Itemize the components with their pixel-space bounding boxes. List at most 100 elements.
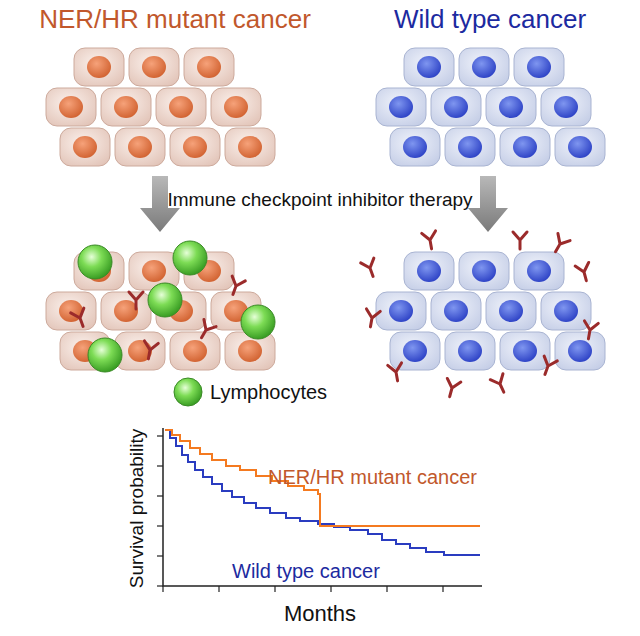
tumor-cell	[459, 252, 509, 290]
tumor-cell	[74, 48, 124, 86]
down-arrow	[468, 176, 508, 232]
tumor-cell	[541, 292, 591, 330]
cell-nucleus	[417, 260, 441, 282]
antibody	[422, 231, 439, 250]
cell-nucleus	[527, 56, 551, 78]
cell-nucleus	[444, 300, 468, 322]
tumor-cell	[170, 128, 220, 166]
cell-nucleus	[527, 260, 551, 282]
tumor-cell	[404, 252, 454, 290]
mutant-curve	[165, 430, 480, 526]
cell-nucleus	[554, 300, 578, 322]
tumor-cell	[46, 88, 96, 126]
tumor-cell	[514, 48, 564, 86]
tumor-cell	[184, 48, 234, 86]
tumor-cell	[390, 128, 440, 166]
chart-axes	[163, 428, 482, 586]
cell-nucleus	[183, 136, 207, 158]
antibody	[575, 262, 593, 282]
tumor-cell	[459, 48, 509, 86]
antibody	[71, 308, 90, 329]
cell-nucleus	[169, 96, 193, 118]
tumor-cell	[486, 292, 536, 330]
text-label: Wild type cancer	[394, 5, 586, 34]
cell-nucleus	[554, 96, 578, 118]
tumor-cell	[101, 88, 151, 126]
tumor-cell	[376, 292, 426, 330]
cell-nucleus	[403, 340, 427, 362]
antibody	[513, 232, 527, 249]
tumor-cell	[115, 128, 165, 166]
wild-type-curve	[165, 430, 480, 555]
cell-nucleus	[238, 136, 262, 158]
tumor-cell	[376, 88, 426, 126]
tumor-cell	[431, 88, 481, 126]
cell-nucleus	[197, 56, 221, 78]
tumor-cell	[431, 292, 481, 330]
cell-nucleus	[73, 136, 97, 158]
cell-nucleus	[59, 96, 83, 118]
tumor-cell	[211, 88, 261, 126]
cell-nucleus	[568, 136, 592, 158]
cell-nucleus	[499, 300, 523, 322]
tumor-cell	[225, 128, 275, 166]
cell-nucleus	[142, 260, 166, 282]
text-label: NER/HR mutant cancer	[268, 466, 477, 488]
tumor-cell	[129, 48, 179, 86]
cell-nucleus	[444, 96, 468, 118]
cell-nucleus	[128, 136, 152, 158]
text-label: Wild type cancer	[232, 560, 380, 582]
antibody	[129, 292, 143, 309]
text-label: Immune checkpoint inhibitor therapy	[167, 190, 472, 211]
antibody	[388, 363, 405, 382]
antibody	[490, 374, 510, 395]
tumor-cell	[404, 48, 454, 86]
lymphocyte	[88, 338, 122, 372]
lymphocyte	[241, 305, 275, 339]
tumor-cell	[46, 292, 96, 330]
cell-nucleus	[403, 136, 427, 158]
cell-nucleus	[499, 96, 523, 118]
lymphocyte	[173, 241, 207, 275]
antibody	[443, 378, 461, 398]
lymphocyte	[174, 378, 202, 406]
antibody	[142, 341, 159, 360]
antibody	[226, 276, 245, 297]
legend-text: Lymphocytes	[210, 381, 327, 403]
antibody	[364, 309, 381, 328]
cell-nucleus	[238, 340, 262, 362]
cell-nucleus	[513, 340, 537, 362]
cell-nucleus	[114, 96, 138, 118]
tumor-cell	[390, 332, 440, 370]
tumor-cell	[115, 332, 165, 370]
antibody	[361, 258, 380, 279]
cell-nucleus	[114, 300, 138, 322]
cell-nucleus	[513, 136, 537, 158]
cell-nucleus	[458, 340, 482, 362]
tumor-cell	[225, 332, 275, 370]
tumor-cell	[514, 252, 564, 290]
tumor-cell	[500, 332, 550, 370]
tumor-cell	[60, 128, 110, 166]
tumor-cell	[500, 128, 550, 166]
tumor-cell	[555, 128, 605, 166]
cell-nucleus	[472, 260, 496, 282]
text-label: Survival probability	[128, 428, 149, 587]
cell-nucleus	[458, 136, 482, 158]
tumor-cell	[445, 128, 495, 166]
tumor-cell	[555, 332, 605, 370]
tumor-cell	[541, 88, 591, 126]
lymphocyte	[148, 283, 182, 317]
cell-nucleus	[87, 56, 111, 78]
cell-nucleus	[142, 56, 166, 78]
antibody	[195, 320, 216, 342]
tumor-cell	[445, 332, 495, 370]
tumor-cell	[170, 332, 220, 370]
text-label: Months	[284, 602, 356, 626]
tumor-cell	[156, 88, 206, 126]
text-label: NER/HR mutant cancer	[39, 5, 311, 34]
antibody	[582, 321, 599, 340]
cell-nucleus	[183, 340, 207, 362]
cell-nucleus	[472, 56, 496, 78]
